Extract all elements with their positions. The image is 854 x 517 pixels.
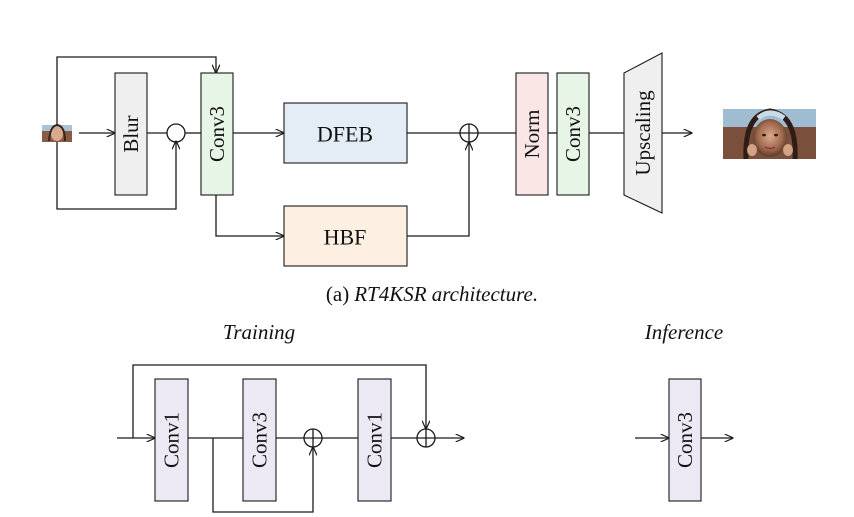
training-conv1-label-2: Conv1 — [363, 412, 387, 468]
training-add-node-2 — [416, 428, 436, 448]
training-outer-skip — [132, 364, 426, 438]
training-conv1-label: Conv1 — [160, 412, 184, 468]
training-add-node-1 — [303, 428, 323, 448]
subtract-node — [166, 123, 186, 143]
hbf-block: HBF — [283, 205, 408, 267]
skip-line-to-conv3 — [56, 56, 216, 125]
upscaling-label: Upscaling — [631, 90, 655, 176]
skip-line-to-subtract — [56, 141, 176, 210]
arrow-conv3-to-hbf — [215, 195, 284, 236]
training-conv3-block: Conv3 — [242, 378, 277, 502]
inference-conv3-block: Conv3 — [668, 378, 702, 502]
training-conv1-block-2: Conv1 — [357, 378, 392, 502]
inference-conv3-label: Conv3 — [673, 412, 697, 468]
input-image-icon — [42, 123, 72, 142]
training-conv1-block: Conv1 — [154, 378, 189, 502]
dfeb-block: DFEB — [283, 102, 408, 164]
output-image-icon — [723, 108, 816, 160]
blur-block: Blur — [114, 72, 148, 196]
upscaling-block: Upscaling — [623, 52, 663, 214]
blur-label: Blur — [119, 115, 143, 152]
conv3-block-2: Conv3 — [556, 72, 590, 196]
caption: (a)RT4KSR architecture. — [326, 282, 538, 306]
norm-block: Norm — [515, 72, 549, 196]
training-inner-skip — [212, 438, 313, 513]
conv3-label: Conv3 — [205, 106, 229, 162]
arrow-hbf-to-add — [407, 142, 469, 237]
norm-label: Norm — [520, 110, 544, 159]
training-label: Training — [223, 320, 295, 344]
conv3-block: Conv3 — [200, 72, 234, 196]
add-node-top — [459, 123, 479, 143]
inference-label: Inference — [644, 320, 724, 344]
dfeb-label: DFEB — [317, 122, 373, 147]
hbf-label: HBF — [324, 225, 367, 250]
conv3-label-2: Conv3 — [561, 106, 585, 162]
training-conv3-label: Conv3 — [248, 412, 272, 468]
